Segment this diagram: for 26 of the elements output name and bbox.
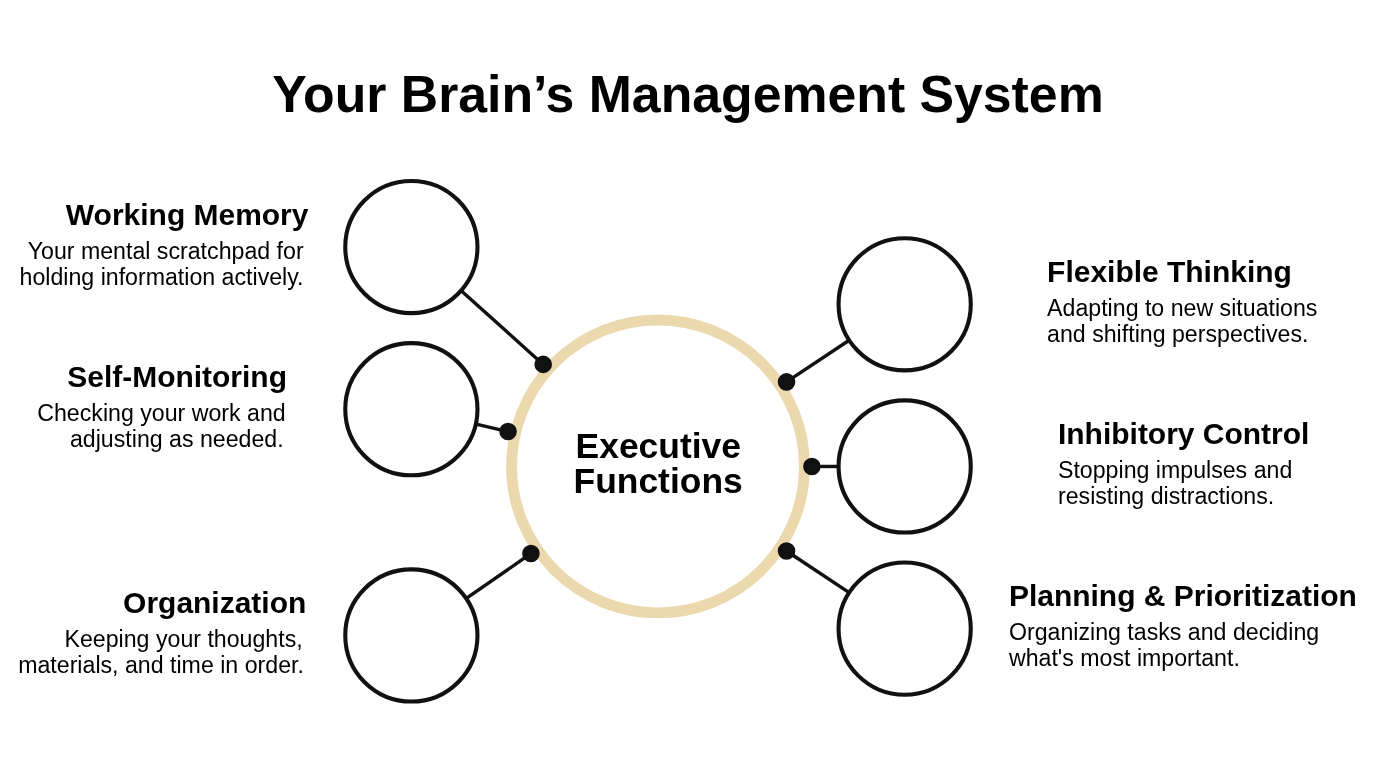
node-label: Stopping impulses and resisting distractions. (1057, 457, 1293, 510)
connector (460, 289, 552, 374)
connector (465, 544, 540, 600)
node-label: Keeping your thoughts, materials, and time in order. (18, 626, 304, 679)
node-label: Inhibitory Control (1057, 417, 1310, 451)
node-label: Organization (123, 586, 307, 620)
diagram-title: Your Brain’s Management System (272, 64, 1104, 123)
node-label: Planning & Prioritization (1008, 579, 1357, 613)
connector (777, 339, 850, 391)
connector (777, 542, 850, 594)
node-circle (343, 567, 480, 704)
node-label: Self-Monitoring (67, 359, 287, 393)
connector (803, 457, 839, 476)
node-label: Adapting to new situations and shifting perspectives. (1047, 294, 1318, 347)
node-circle: Executive Functions (506, 314, 810, 619)
node-label: Checking your work and adjusting as needed. (37, 399, 286, 452)
node-label: Your mental scratchpad for holding information actively. (19, 237, 304, 290)
node-circle (836, 560, 973, 697)
node-label: Working Memory (65, 197, 309, 231)
node-circle (836, 236, 973, 373)
node-circle (343, 341, 480, 478)
node-circle (343, 178, 480, 316)
node-circle (836, 398, 973, 535)
node-label: Flexible Thinking (1047, 254, 1292, 288)
node-label: Organizing tasks and deciding what's most important. (1008, 619, 1320, 672)
connector (475, 422, 517, 441)
